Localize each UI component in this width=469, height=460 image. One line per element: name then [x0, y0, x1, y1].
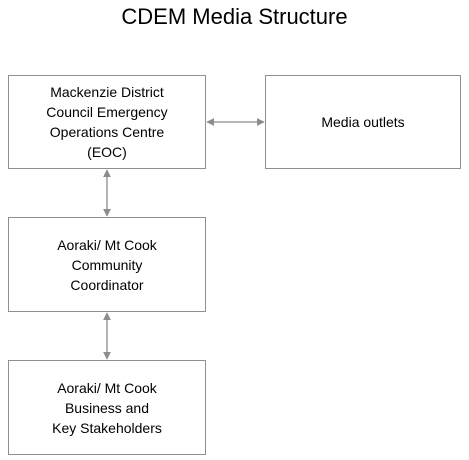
eoc-label: Mackenzie District Council Emergency Ope…	[46, 84, 168, 160]
media-outlets-label: Media outlets	[321, 114, 405, 130]
business-stakeholders-label: Aoraki/ Mt Cook Business and Key Stakeho…	[52, 379, 162, 436]
media-outlets-box: Media outlets	[265, 75, 461, 169]
community-coordinator-box: Aoraki/ Mt Cook Community Coordinator	[8, 217, 206, 312]
eoc-box: Mackenzie District Council Emergency Ope…	[8, 75, 206, 169]
business-stakeholders-box: Aoraki/ Mt Cook Business and Key Stakeho…	[8, 360, 206, 455]
community-coordinator-label: Aoraki/ Mt Cook Community Coordinator	[57, 236, 157, 293]
diagram-title: CDEM Media Structure	[121, 4, 348, 29]
